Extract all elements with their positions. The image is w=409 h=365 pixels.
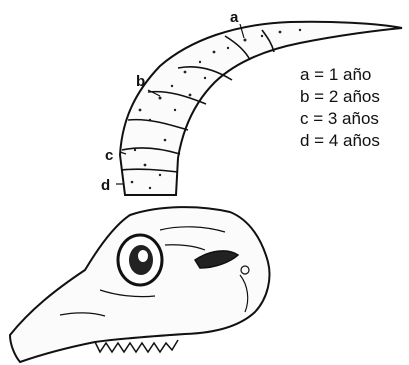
legend-item: a = 1 año [300, 64, 380, 86]
legend-item: c = 3 años [300, 108, 380, 130]
teeth [95, 340, 178, 352]
marker-label: d [101, 177, 110, 194]
marker-label: b [136, 73, 145, 90]
legend-item: b = 2 años [300, 86, 380, 108]
legend-item: d = 4 años [300, 130, 380, 152]
age-legend: a = 1 año b = 2 años c = 3 años d = 4 añ… [300, 64, 380, 152]
eye-socket [118, 235, 162, 285]
marker-label: c [105, 147, 113, 164]
marker-label: a [230, 9, 239, 26]
